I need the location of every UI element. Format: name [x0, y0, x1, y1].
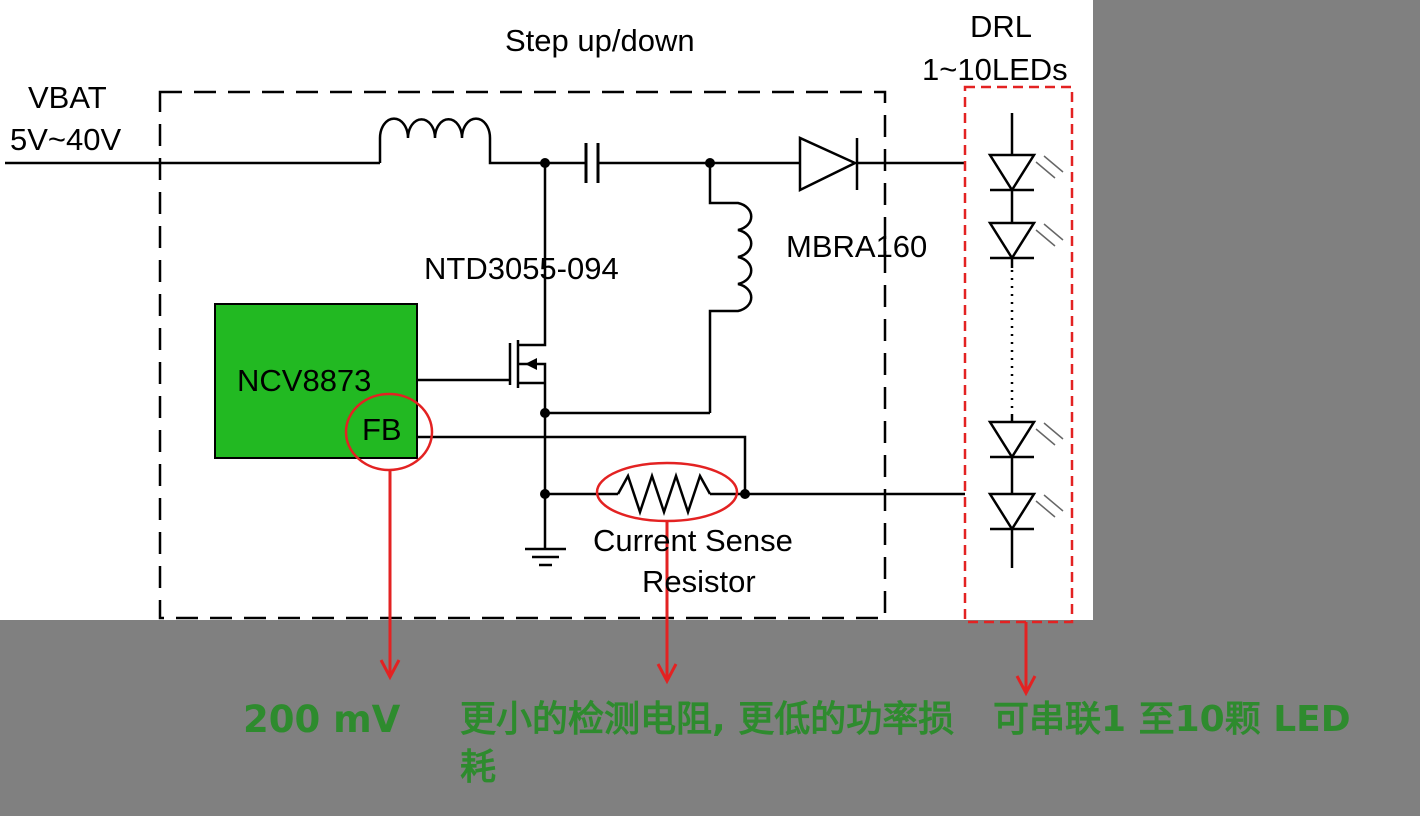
mosfet — [417, 337, 547, 388]
inductor-1 — [378, 117, 545, 165]
fb-pin-label: FB — [362, 412, 402, 447]
diode-label: MBRA160 — [786, 229, 927, 264]
led-string — [987, 113, 1064, 568]
led-arrow — [1015, 622, 1037, 697]
fb-voltage-note: 200 mV — [243, 698, 401, 741]
controller-block — [214, 303, 418, 459]
vbat-range-label: 5V~40V — [10, 122, 122, 157]
drl-label: DRL — [970, 9, 1032, 44]
controller-label: NCV8873 — [237, 363, 371, 398]
mosfet-label: NTD3055-094 — [424, 251, 619, 286]
schematic-background — [0, 0, 1093, 620]
led-2 — [987, 221, 1064, 261]
fb-arrow — [379, 470, 401, 681]
vbat-label: VBAT — [28, 80, 107, 115]
led-note: 可串联1 至10颗 LED — [993, 699, 1351, 740]
converter-boundary — [158, 90, 887, 620]
resistor-arrow — [656, 521, 678, 685]
led-count-label: 1~10LEDs — [922, 52, 1068, 87]
resistor-label-line1: Current Sense — [593, 523, 793, 558]
led-string-boundary — [963, 85, 1074, 624]
inductor-2 — [708, 163, 753, 413]
current-sense-resistor — [616, 472, 712, 516]
resistor-note: 更小的检测电阻, 更低的功率损耗 — [460, 699, 955, 788]
fb-wire — [417, 435, 747, 494]
resistor-label-line2: Resistor — [642, 564, 756, 599]
converter-title: Step up/down — [505, 23, 695, 58]
junction-dots — [540, 158, 750, 499]
ground-symbol — [525, 547, 566, 567]
